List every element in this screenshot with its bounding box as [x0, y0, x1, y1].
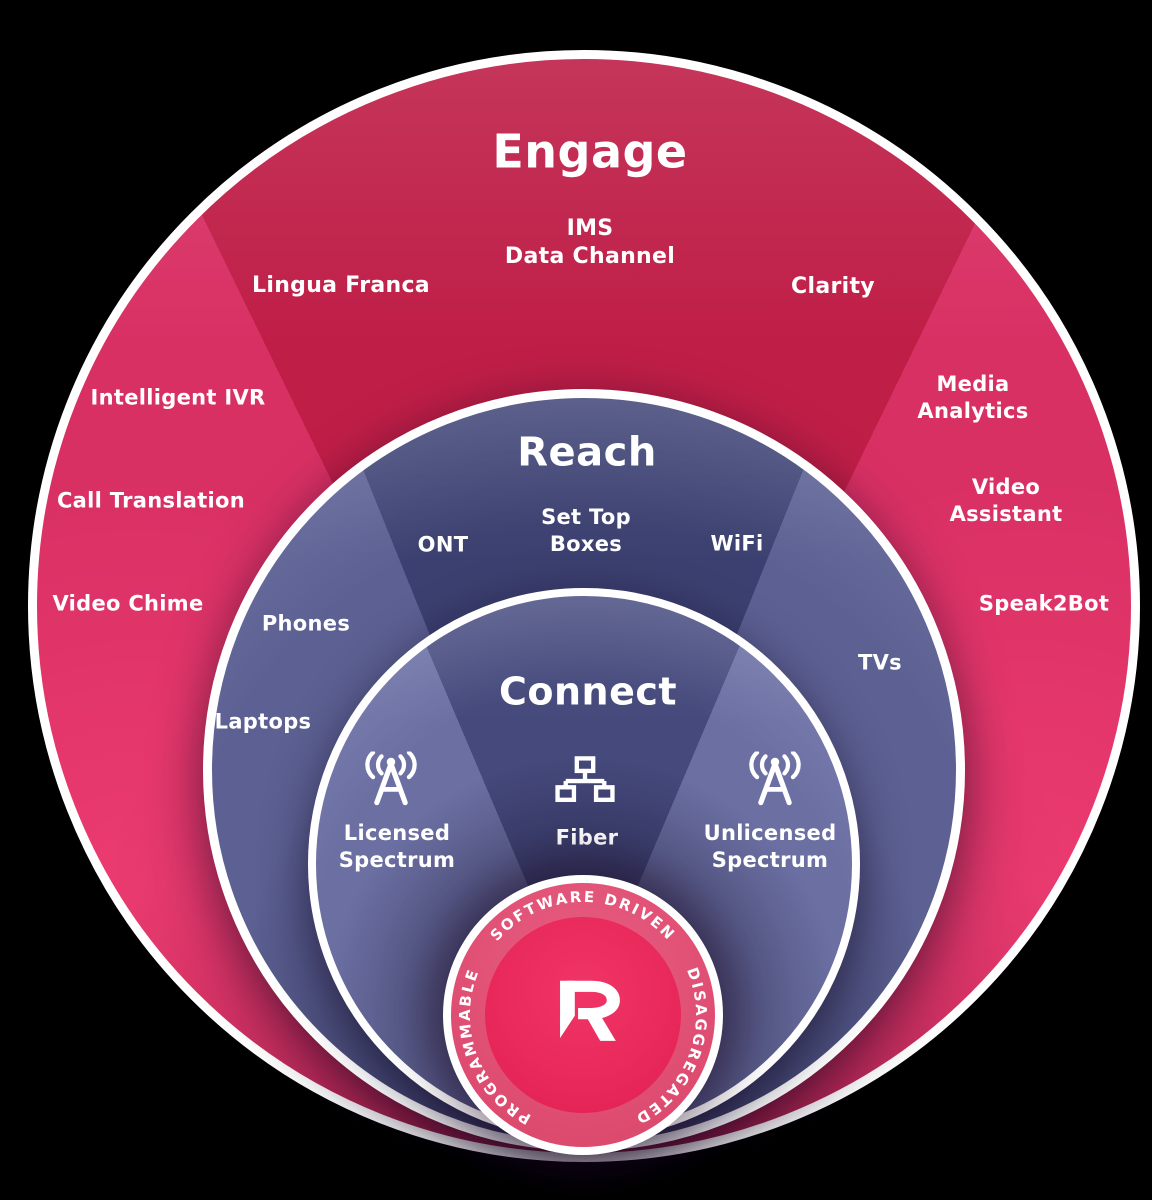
engage-item-ims-data-channel: IMS Data Channel	[504, 215, 676, 269]
connect-title: Connect	[498, 669, 678, 714]
engage-item-video-assistant: Video Assistant	[949, 475, 1063, 526]
reach-item-set-top-boxes: Set Top Boxes	[541, 505, 631, 556]
reach-item-ont: ONT	[417, 532, 469, 557]
engage-item-speak2bot: Speak2Bot	[978, 591, 1110, 616]
radio-tower-icon	[741, 750, 809, 811]
badge-arc-top-label: SOFTWARE DRIVEN	[487, 888, 680, 945]
reach-item-tvs: TVs	[858, 650, 902, 675]
connect-item-licensed-spectrum: Licensed Spectrum	[338, 821, 456, 872]
reach-title: Reach	[517, 429, 657, 476]
engage-item-clarity: Clarity	[791, 273, 875, 299]
reach-item-phones: Phones	[261, 611, 351, 636]
engage-item-video-chime: Video Chime	[52, 591, 204, 616]
badge-arc-left-label: PROGRAMMABLE	[456, 966, 534, 1129]
engage-item-lingua-franca: Lingua Franca	[252, 272, 430, 298]
connect-item-unlicensed-spectrum: Unlicensed Spectrum	[703, 821, 837, 872]
network-nodes-icon	[554, 756, 616, 812]
core-badge: SOFTWARE DRIVEN PROGRAMMABLE DISAGGREGAT…	[443, 875, 723, 1155]
engage-title: Engage	[492, 124, 688, 179]
badge-arc-right-label: DISAGGREGATED	[632, 965, 711, 1128]
reach-item-wifi: WiFi	[710, 531, 764, 556]
radio-tower-icon	[357, 750, 425, 811]
logo-r-icon	[542, 977, 624, 1051]
engage-item-call-translation: Call Translation	[56, 488, 246, 513]
engage-item-media-analytics: Media Analytics	[917, 372, 1029, 423]
connect-item-fiber: Fiber	[555, 825, 619, 850]
engage-item-intelligent-ivr: Intelligent IVR	[90, 385, 266, 410]
reach-item-laptops: Laptops	[214, 709, 312, 734]
